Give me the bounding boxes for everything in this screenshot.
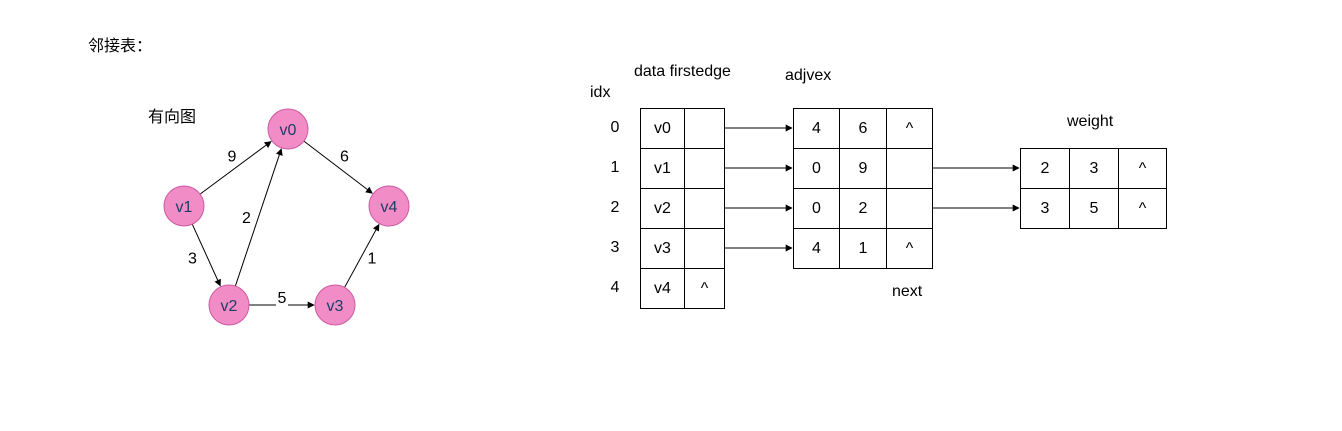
idx-1: 1 — [610, 159, 620, 176]
edge-node-adjvex: 0 — [793, 188, 840, 229]
edge-node-next: ^ — [1118, 148, 1167, 189]
node-v2 — [208, 284, 250, 326]
idx-4: 4 — [610, 279, 620, 296]
edge-label-bg — [240, 208, 253, 226]
edge-node-weight: 1 — [839, 228, 887, 269]
edge-node-adjvex: 3 — [1020, 188, 1070, 229]
edge-node-adjvex: 0 — [793, 148, 840, 189]
edge-node-next: ^ — [1118, 188, 1167, 229]
weight-header: weight — [1067, 113, 1114, 130]
edge-weight-v3-v4: 1 — [368, 251, 377, 268]
vertex-data-3: v3 — [640, 228, 685, 269]
node-v1 — [163, 185, 205, 227]
edge-node-next — [886, 148, 933, 189]
edge-v0-v4 — [303, 140, 373, 194]
adjvex-header: adjvex — [785, 67, 832, 84]
vertex-firstedge-0 — [684, 108, 725, 149]
edge-node-weight: 3 — [1069, 148, 1119, 189]
edge-v3-v4 — [344, 223, 380, 288]
edge-weight-v1-v0: 9 — [228, 149, 237, 166]
vertex-firstedge-4: ^ — [684, 268, 725, 309]
edge-node-next: ^ — [886, 108, 933, 149]
edge-node-weight: 9 — [839, 148, 887, 189]
edge-weight-v2-v0: 2 — [242, 210, 251, 227]
node-label-v0: v0 — [280, 122, 297, 139]
node-v4 — [368, 185, 410, 227]
edge-weight-v0-v4: 6 — [340, 149, 349, 166]
edge-node-weight: 2 — [839, 188, 887, 229]
edge-label-bg — [186, 248, 199, 267]
idx-header: idx — [590, 84, 611, 101]
edge-label-bg — [366, 248, 378, 267]
next-header: next — [892, 283, 923, 300]
vertex-firstedge-2 — [684, 188, 725, 229]
vertex-firstedge-1 — [684, 148, 725, 189]
edge-weight-v2-v3: 5 — [278, 290, 287, 307]
node-label-v2: v2 — [221, 298, 238, 315]
idx-0: 0 — [610, 119, 620, 136]
edge-node-next: ^ — [886, 228, 933, 269]
node-label-v3: v3 — [327, 298, 344, 315]
edge-node-weight: 5 — [1069, 188, 1119, 229]
edge-v1-v0 — [199, 141, 272, 195]
data-firstedge-header: data firstedge — [634, 63, 731, 80]
edge-v1-v2 — [191, 224, 221, 287]
node-label-v1: v1 — [176, 199, 193, 216]
edge-weight-v1-v2: 3 — [188, 251, 197, 268]
vertex-data-1: v1 — [640, 148, 685, 189]
vertex-firstedge-3 — [684, 228, 725, 269]
edge-node-next — [886, 188, 933, 229]
edge-node-weight: 6 — [839, 108, 887, 149]
node-v0 — [267, 108, 309, 150]
edge-node-adjvex: 4 — [793, 108, 840, 149]
node-label-v4: v4 — [381, 199, 398, 216]
edge-label-bg — [276, 288, 288, 306]
edge-v2-v0 — [234, 148, 283, 287]
edge-node-adjvex: 2 — [1020, 148, 1070, 189]
vertex-data-4: v4 — [640, 268, 685, 309]
node-v3 — [314, 284, 356, 326]
edge-label-bg — [338, 146, 351, 165]
graph-label: 有向图 — [148, 107, 197, 126]
page-title: 邻接表： — [88, 36, 153, 55]
vertex-data-2: v2 — [640, 188, 685, 229]
edge-node-adjvex: 4 — [793, 228, 840, 269]
vertex-data-0: v0 — [640, 108, 685, 149]
edge-label-bg — [226, 146, 238, 165]
idx-2: 2 — [610, 199, 620, 216]
idx-3: 3 — [610, 239, 620, 256]
